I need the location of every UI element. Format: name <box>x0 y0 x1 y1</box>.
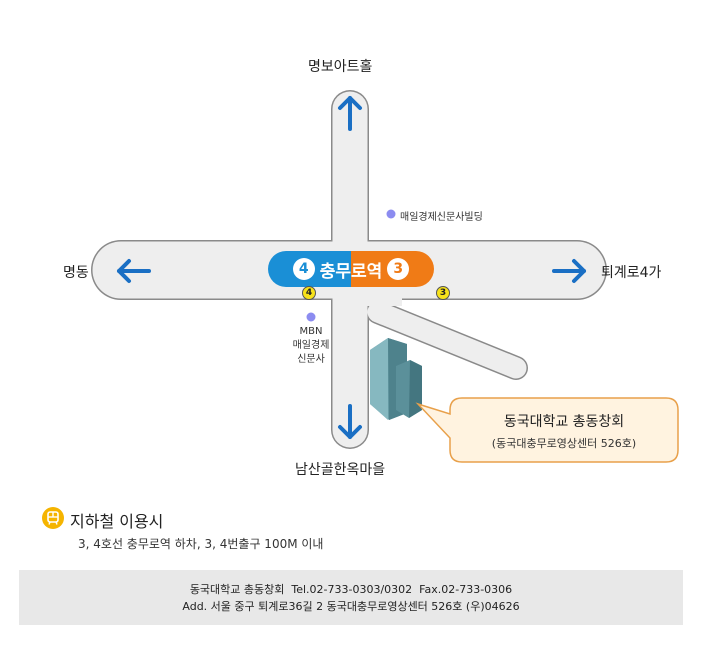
mbn-line1: MBN <box>299 326 323 337</box>
callout-title: 동국대학교 총동창회 <box>503 414 625 430</box>
callout-bubble <box>415 397 679 463</box>
line4-badge: 4 <box>292 258 315 280</box>
station-content: 4 충무로역 3 <box>268 251 434 287</box>
place-label-west: 명동 <box>63 265 89 281</box>
station-name: 충무로역 <box>319 261 383 282</box>
subway-title: 지하철 이용시 <box>70 512 164 531</box>
arrow-icon-north <box>338 96 362 131</box>
place-label-east: 퇴계로4가 <box>601 265 662 281</box>
subway-icon <box>42 507 64 529</box>
line3-badge: 3 <box>387 258 410 280</box>
mbn-line3: 신문사 <box>297 354 325 365</box>
arrow-icon-south <box>338 404 362 439</box>
exit-badge-4: 4 <box>302 286 316 300</box>
landmark-dot-maeil <box>386 209 396 219</box>
landmark-label-maeil: 매일경제신문사빌딩 <box>400 212 483 223</box>
arrow-icon-west <box>117 259 151 283</box>
place-label-south: 남산골한옥마을 <box>295 462 386 478</box>
subway-description: 3, 4호선 충무로역 하차, 3, 4번출구 100M 이내 <box>78 537 324 551</box>
arrow-icon-east <box>552 259 586 283</box>
place-label-north: 명보아트홀 <box>308 59 373 75</box>
callout-subtitle: (동국대충무로영상센터 526호) <box>491 437 637 450</box>
landmark-dot-mbn <box>306 312 316 322</box>
building-icon <box>370 338 422 420</box>
mbn-line2: 매일경제 <box>292 340 330 351</box>
callout-text: 동국대학교 총동창회 (동국대충무로영상센터 526호) <box>450 400 678 462</box>
landmark-label-mbn: MBN 매일경제 신문사 <box>281 325 341 367</box>
exit-badge-3: 3 <box>436 286 450 300</box>
footer-line1: 동국대학교 총동창회 Tel.02-733-0303/0302 Fax.02-7… <box>189 582 513 596</box>
contact-footer: 동국대학교 총동창회 Tel.02-733-0303/0302 Fax.02-7… <box>19 570 683 625</box>
station-badge: 4 충무로역 3 <box>268 251 434 287</box>
footer-line2: Add. 서울 중구 퇴계로36길 2 동국대충무로영상센터 526호 (우)0… <box>182 599 520 613</box>
